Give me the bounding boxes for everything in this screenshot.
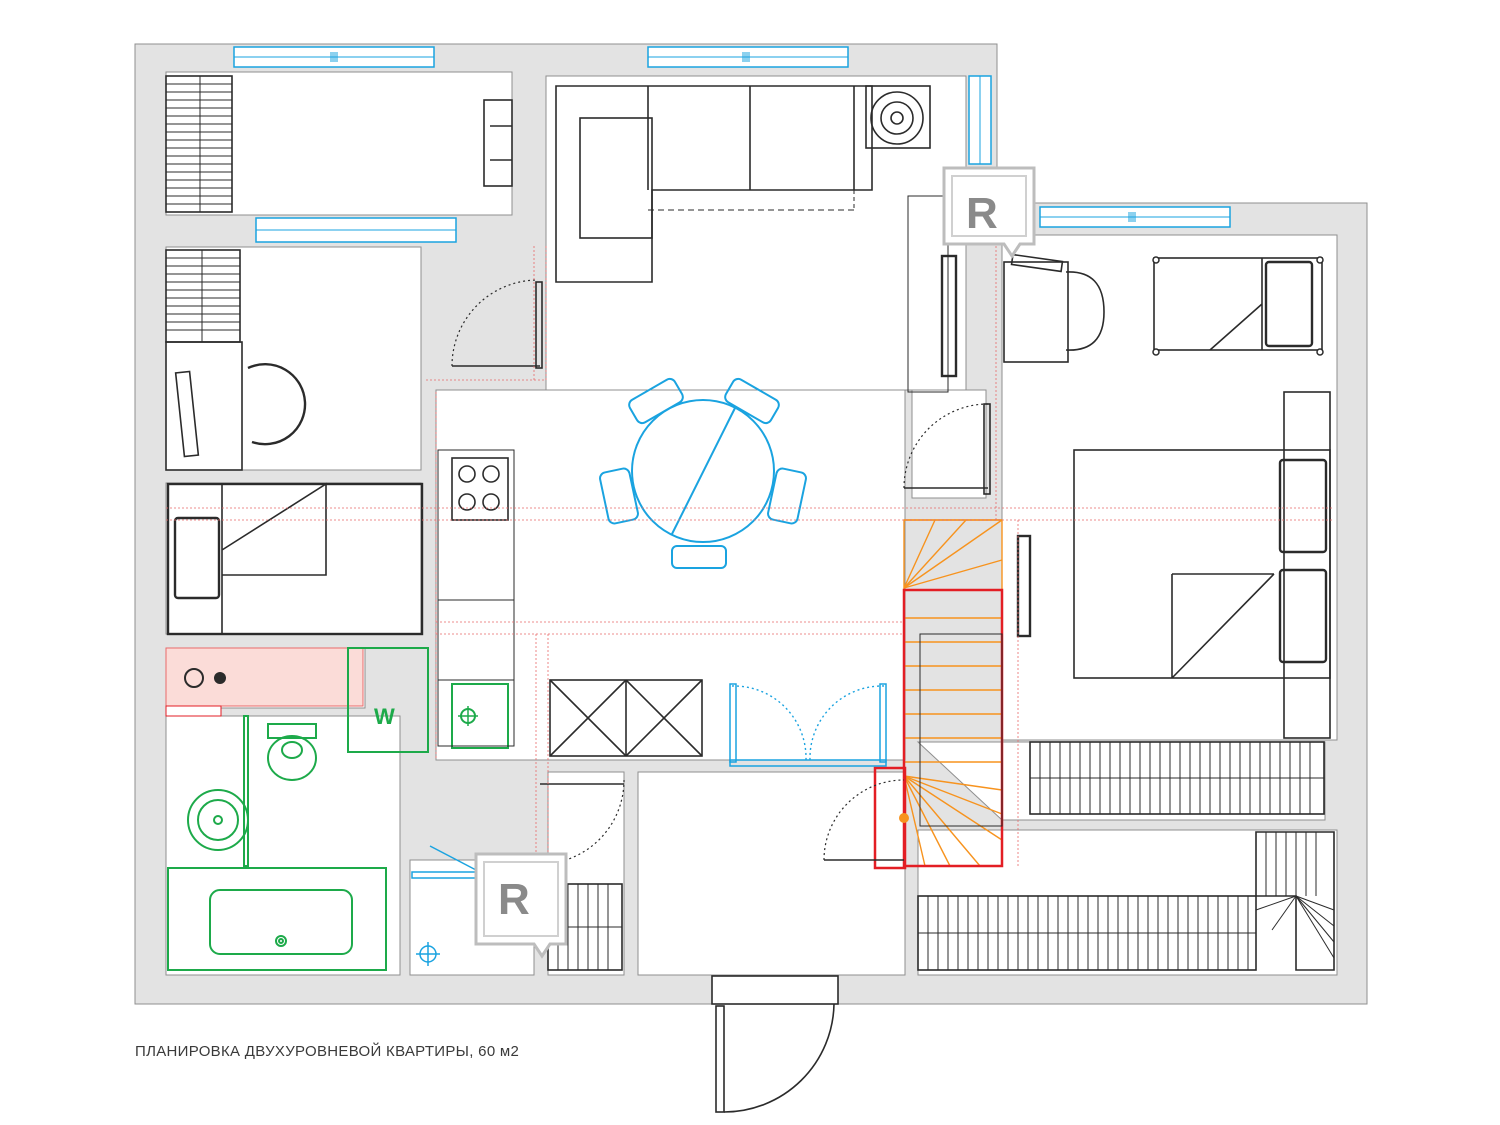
r-badge-top: R — [942, 166, 1036, 259]
top-left-room — [165, 75, 513, 213]
staircase — [873, 519, 1004, 870]
wardrobes — [547, 741, 1335, 971]
r-badge-label: R — [498, 875, 530, 924]
living-room — [555, 85, 958, 569]
left-bedroom — [165, 249, 424, 636]
r-badge-bottom: R — [474, 852, 568, 959]
guide-lines — [166, 246, 1334, 866]
utility-niche — [165, 647, 364, 717]
dining-table — [599, 377, 807, 569]
washer-label: W — [374, 704, 395, 729]
windows — [233, 46, 1231, 243]
r-badge-label: R — [966, 189, 998, 238]
plan-caption: ПЛАНИРОВКА ДВУХУРОВНЕВОЙ КВАРТИРЫ, 60 м2 — [135, 1043, 520, 1060]
kitchen — [437, 449, 703, 757]
doors — [411, 279, 991, 1113]
right-bedroom — [1003, 253, 1331, 739]
bathroom: W — [167, 647, 509, 971]
